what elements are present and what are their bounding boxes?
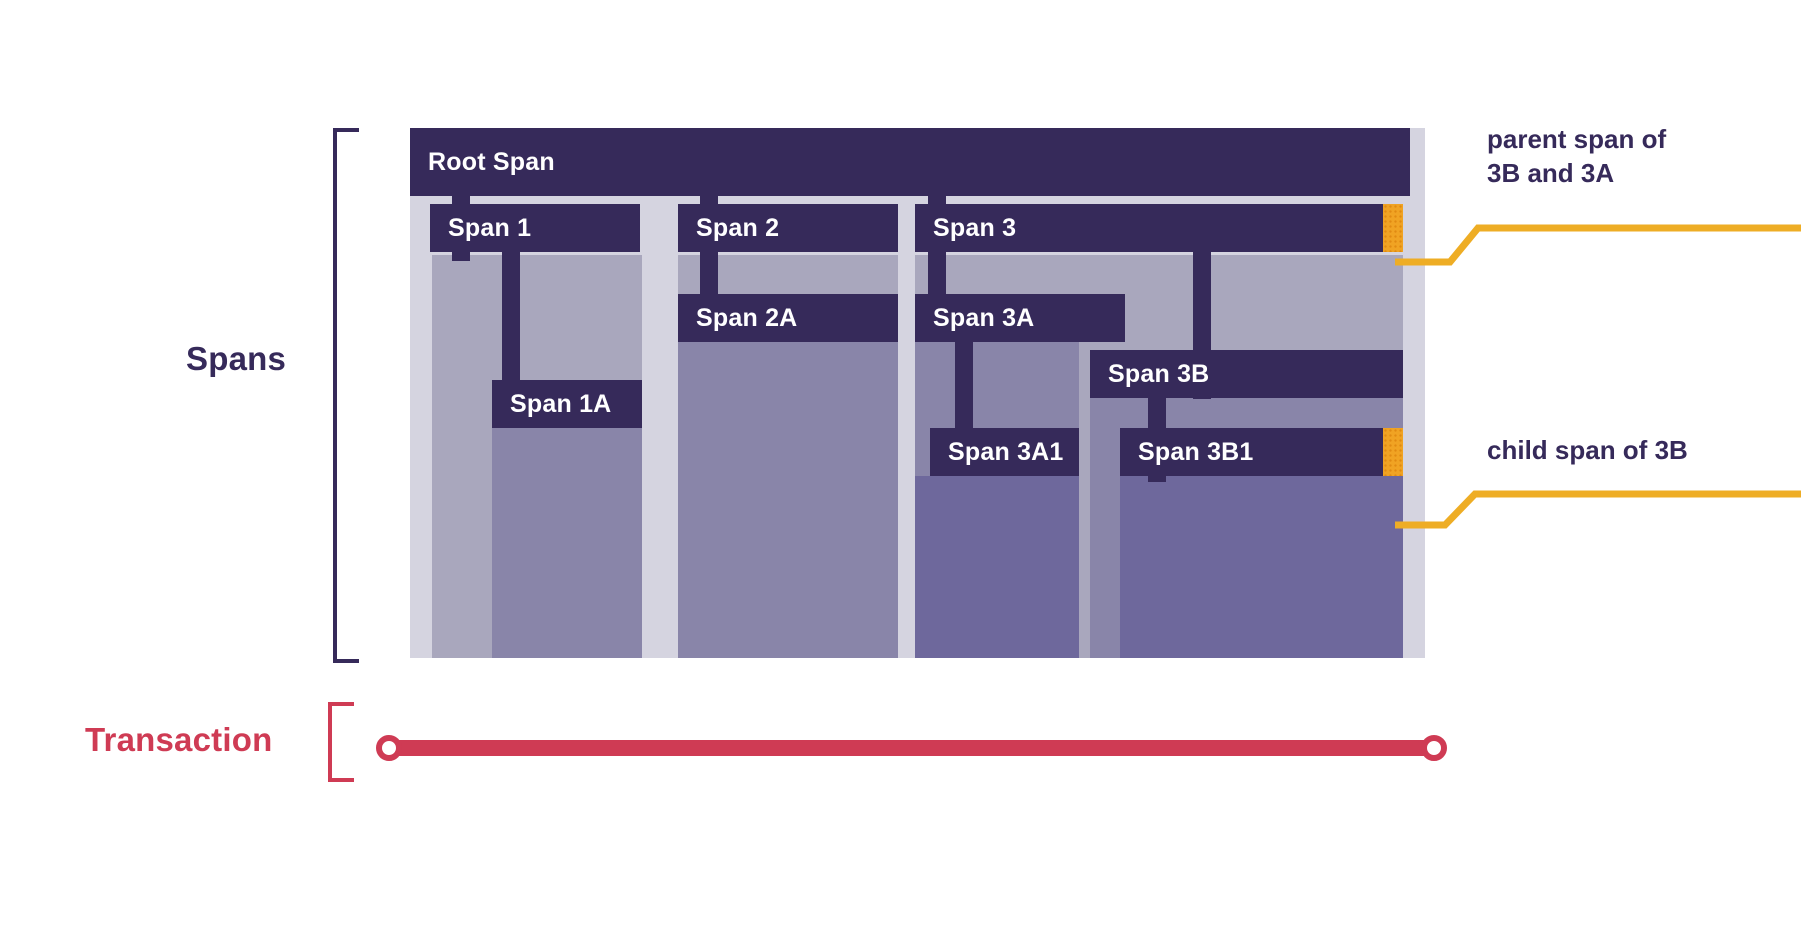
highlight-marker-span3b1 bbox=[1383, 428, 1403, 476]
transaction-section-label: Transaction bbox=[85, 721, 273, 758]
callout-text-parent-span: parent span of 3B and 3A bbox=[1487, 124, 1667, 189]
span-bar-span1[interactable]: Span 1 bbox=[430, 204, 640, 252]
span-label-span3a1: Span 3A1 bbox=[948, 437, 1064, 466]
spans-section-label: Spans bbox=[186, 340, 287, 377]
callout-leader-parent bbox=[1395, 224, 1801, 266]
spans-panel: Root Span Span 1 Span 1A Span 2 Span 2A … bbox=[410, 128, 1425, 658]
span-label-span3b: Span 3B bbox=[1108, 359, 1210, 388]
span-bar-span3a[interactable]: Span 3A bbox=[915, 294, 1125, 342]
callout-text-child-span: child span of 3B bbox=[1487, 435, 1688, 465]
span-3b1-body bbox=[1120, 476, 1403, 658]
spans-bracket bbox=[333, 128, 359, 663]
span-bar-span3[interactable]: Span 3 bbox=[915, 204, 1403, 252]
callout-leader-child bbox=[1395, 490, 1801, 529]
span-label-span3: Span 3 bbox=[933, 213, 1017, 242]
transaction-start-marker bbox=[376, 735, 402, 761]
span-bar-root[interactable]: Root Span bbox=[410, 128, 1410, 196]
span-bar-span3b[interactable]: Span 3B bbox=[1090, 350, 1403, 398]
highlight-marker-span3 bbox=[1383, 204, 1403, 252]
span-bar-span2[interactable]: Span 2 bbox=[678, 204, 898, 252]
span-bar-span1a[interactable]: Span 1A bbox=[492, 380, 642, 428]
span-bar-span2a[interactable]: Span 2A bbox=[678, 294, 898, 342]
span-label-span2: Span 2 bbox=[696, 213, 780, 242]
span-1a-body bbox=[492, 426, 642, 658]
transaction-end-marker bbox=[1421, 735, 1447, 761]
span-2a-body bbox=[678, 342, 898, 658]
span-bar-span3b1[interactable]: Span 3B1 bbox=[1120, 428, 1403, 476]
span-label-span2a: Span 2A bbox=[696, 303, 798, 332]
transaction-timeline-bar bbox=[385, 740, 1442, 756]
span-bar-span3a1[interactable]: Span 3A1 bbox=[930, 428, 1079, 476]
stem-span3a-to-span3a1 bbox=[955, 313, 973, 451]
stem-span1-to-span1a bbox=[502, 241, 520, 396]
span-3a1-body bbox=[915, 476, 1079, 658]
span-label-root: Root Span bbox=[428, 147, 555, 176]
span-label-span1a: Span 1A bbox=[510, 389, 612, 418]
transaction-bracket bbox=[328, 702, 354, 782]
span-label-span3b1: Span 3B1 bbox=[1138, 437, 1254, 466]
span-label-span1: Span 1 bbox=[448, 213, 532, 242]
span-label-span3a: Span 3A bbox=[933, 303, 1035, 332]
